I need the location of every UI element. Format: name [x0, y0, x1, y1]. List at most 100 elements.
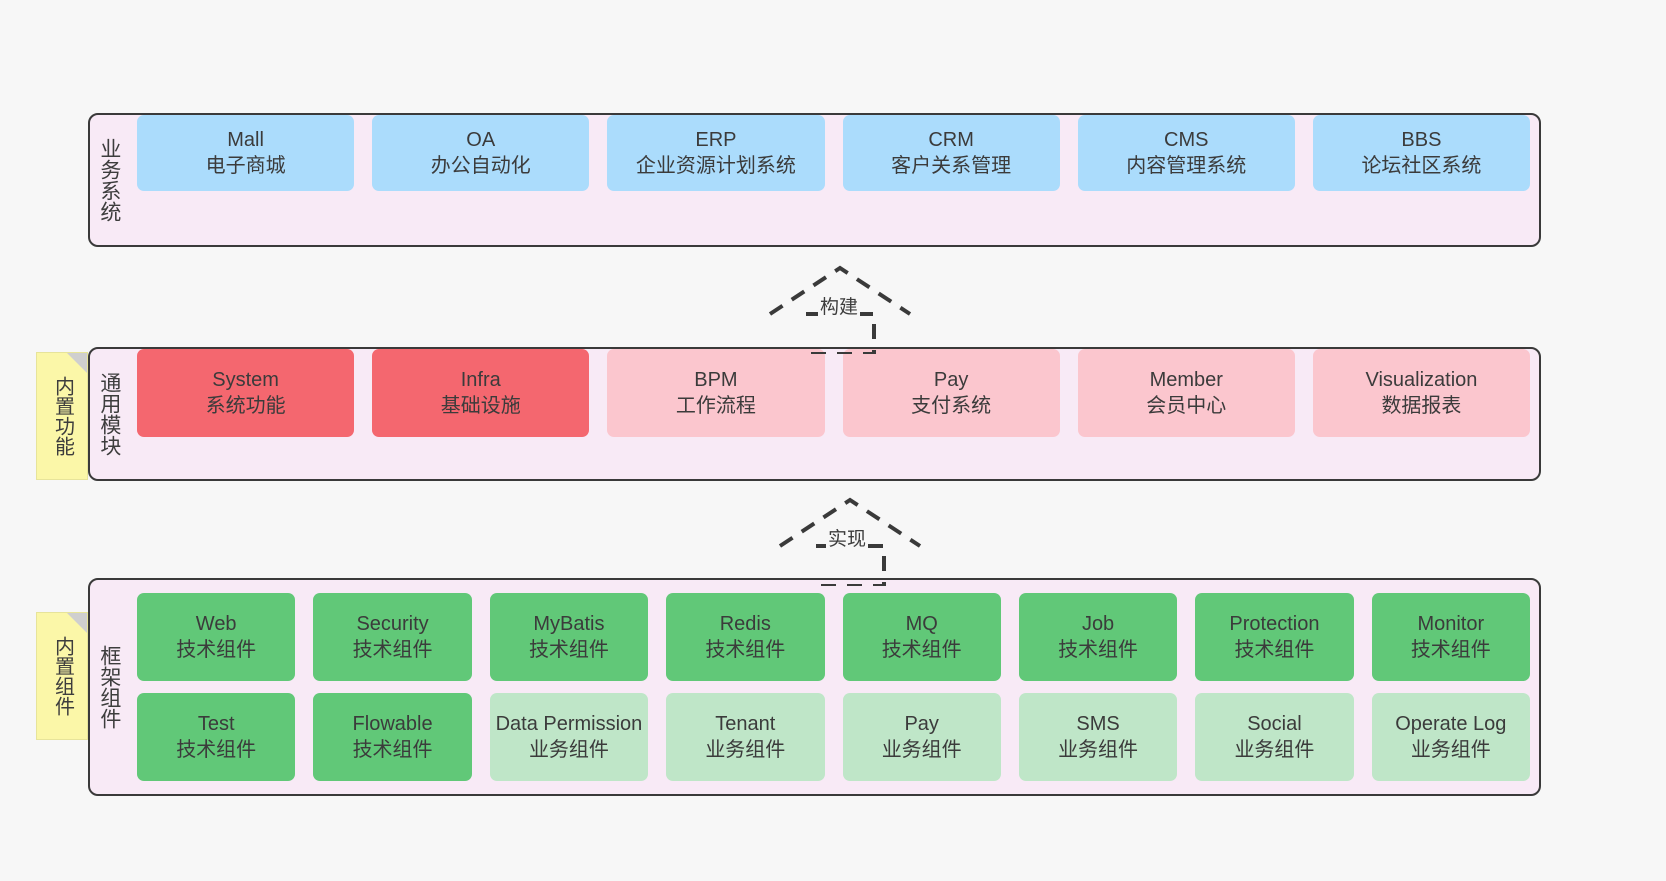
card-title: System — [212, 368, 279, 391]
card-title: Member — [1149, 368, 1223, 391]
note-builtin-function: 内置功能 — [36, 352, 88, 480]
card-mybatis[interactable]: MyBatis 技术组件 — [489, 593, 649, 681]
connector-label: 构建 — [818, 297, 861, 318]
card-title: Visualization — [1365, 368, 1478, 391]
card-subtitle: 办公自动化 — [430, 155, 531, 177]
card-title: Pay — [904, 712, 939, 735]
framework-card-grid: Web 技术组件 Security 技术组件 MyBatis 技术组件 Redi… — [128, 580, 1539, 794]
card-test[interactable]: Test 技术组件 — [137, 693, 296, 781]
card-title: Flowable — [352, 712, 433, 735]
card-subtitle: 电子商城 — [205, 155, 286, 177]
card-title: MyBatis — [533, 612, 605, 635]
card-title: SMS — [1076, 712, 1120, 735]
card-subtitle: 技术组件 — [1234, 639, 1315, 661]
card-cms[interactable]: CMS 内容管理系统 — [1077, 115, 1295, 191]
card-subtitle: 技术组件 — [176, 739, 257, 761]
card-mall[interactable]: Mall 电子商城 — [137, 115, 355, 191]
card-data-permission[interactable]: Data Permission 业务组件 — [489, 693, 649, 781]
card-title: Redis — [719, 612, 771, 635]
card-title: Web — [195, 612, 237, 635]
note-fold-corner-icon — [67, 613, 87, 633]
card-job[interactable]: Job 技术组件 — [1018, 593, 1178, 681]
card-subtitle: 业务组件 — [1410, 739, 1491, 761]
connector-label: 实现 — [826, 529, 869, 550]
card-title: Job — [1081, 612, 1115, 635]
layer-business-system: 业务系统 Mall 电子商城 OA 办公自动化 ERP 企业资源计划系统 CRM… — [88, 113, 1541, 247]
card-title: BPM — [694, 368, 738, 391]
card-pay-component[interactable]: Pay 业务组件 — [842, 693, 1001, 781]
card-title: Data Permission — [495, 712, 643, 735]
card-title: Protection — [1229, 612, 1320, 635]
card-title: Pay — [933, 368, 969, 391]
card-operate-log[interactable]: Operate Log 业务组件 — [1371, 693, 1530, 781]
card-security[interactable]: Security 技术组件 — [313, 593, 472, 681]
note-fold-corner-icon — [67, 353, 87, 373]
card-title: CMS — [1164, 128, 1209, 151]
card-mq[interactable]: MQ 技术组件 — [842, 593, 1001, 681]
card-subtitle: 业务组件 — [1058, 739, 1139, 761]
card-member[interactable]: Member 会员中心 — [1077, 349, 1295, 437]
framework-row-1: Web 技术组件 Security 技术组件 MyBatis 技术组件 Redi… — [128, 593, 1539, 681]
card-flowable[interactable]: Flowable 技术组件 — [313, 693, 472, 781]
card-subtitle: 技术组件 — [1058, 639, 1139, 661]
card-infra[interactable]: Infra 基础设施 — [372, 349, 590, 437]
card-subtitle: 技术组件 — [1410, 639, 1491, 661]
card-subtitle: 会员中心 — [1146, 395, 1227, 417]
card-subtitle: 企业资源计划系统 — [635, 155, 796, 177]
card-subtitle: 业务组件 — [881, 739, 962, 761]
note-label: 内置功能 — [51, 376, 74, 456]
card-crm[interactable]: CRM 客户关系管理 — [842, 115, 1060, 191]
card-oa[interactable]: OA 办公自动化 — [372, 115, 590, 191]
card-visualization[interactable]: Visualization 数据报表 — [1312, 349, 1531, 437]
layer-framework-component: 框架组件 Web 技术组件 Security 技术组件 MyBatis 技术组件… — [88, 578, 1541, 796]
card-title: Social — [1247, 712, 1302, 735]
card-subtitle: 基础设施 — [440, 395, 521, 417]
card-system[interactable]: System 系统功能 — [137, 349, 355, 437]
card-tenant[interactable]: Tenant 业务组件 — [666, 693, 825, 781]
card-subtitle: 技术组件 — [352, 639, 433, 661]
card-subtitle: 业务组件 — [528, 739, 609, 761]
card-subtitle: 技术组件 — [528, 639, 609, 661]
card-social[interactable]: Social 业务组件 — [1195, 693, 1354, 781]
card-subtitle: 技术组件 — [352, 739, 433, 761]
layer-title-framework: 框架组件 — [97, 645, 121, 729]
card-title: ERP — [695, 128, 737, 151]
card-subtitle: 技术组件 — [705, 639, 786, 661]
layer-common-module: 通用模块 System 系统功能 Infra 基础设施 BPM 工作流程 Pay… — [88, 347, 1541, 481]
card-subtitle: 论坛社区系统 — [1361, 155, 1482, 177]
card-web[interactable]: Web 技术组件 — [137, 593, 296, 681]
connector-implement: 实现 — [770, 490, 930, 586]
connector-build: 构建 — [760, 258, 920, 354]
common-card-row: System 系统功能 Infra 基础设施 BPM 工作流程 Pay 支付系统… — [128, 349, 1539, 479]
card-subtitle: 系统功能 — [205, 395, 286, 417]
card-subtitle: 支付系统 — [911, 395, 992, 417]
card-pay-module[interactable]: Pay 支付系统 — [842, 349, 1060, 437]
card-protection[interactable]: Protection 技术组件 — [1195, 593, 1354, 681]
card-title: Infra — [460, 368, 501, 391]
card-redis[interactable]: Redis 技术组件 — [666, 593, 825, 681]
card-erp[interactable]: ERP 企业资源计划系统 — [607, 115, 825, 191]
business-card-row: Mall 电子商城 OA 办公自动化 ERP 企业资源计划系统 CRM 客户关系… — [128, 115, 1539, 245]
card-title: Tenant — [715, 712, 776, 735]
note-label: 内置组件 — [51, 636, 74, 716]
card-title: CRM — [928, 128, 974, 151]
card-subtitle: 业务组件 — [705, 739, 786, 761]
card-bbs[interactable]: BBS 论坛社区系统 — [1312, 115, 1531, 191]
card-title: Operate Log — [1395, 712, 1507, 735]
card-sms[interactable]: SMS 业务组件 — [1018, 693, 1178, 781]
card-subtitle: 客户关系管理 — [891, 155, 1012, 177]
framework-row-2: Test 技术组件 Flowable 技术组件 Data Permission … — [128, 693, 1539, 781]
card-monitor[interactable]: Monitor 技术组件 — [1371, 593, 1530, 681]
card-title: Monitor — [1417, 612, 1485, 635]
note-builtin-component: 内置组件 — [36, 612, 88, 740]
card-subtitle: 工作流程 — [675, 395, 756, 417]
card-subtitle: 内容管理系统 — [1126, 155, 1247, 177]
card-title: OA — [466, 128, 496, 151]
card-subtitle: 数据报表 — [1381, 395, 1462, 417]
card-subtitle: 技术组件 — [176, 639, 257, 661]
card-bpm[interactable]: BPM 工作流程 — [607, 349, 825, 437]
card-subtitle: 业务组件 — [1234, 739, 1315, 761]
card-title: Mall — [227, 128, 264, 151]
card-title: BBS — [1401, 128, 1442, 151]
card-title: MQ — [905, 612, 938, 635]
